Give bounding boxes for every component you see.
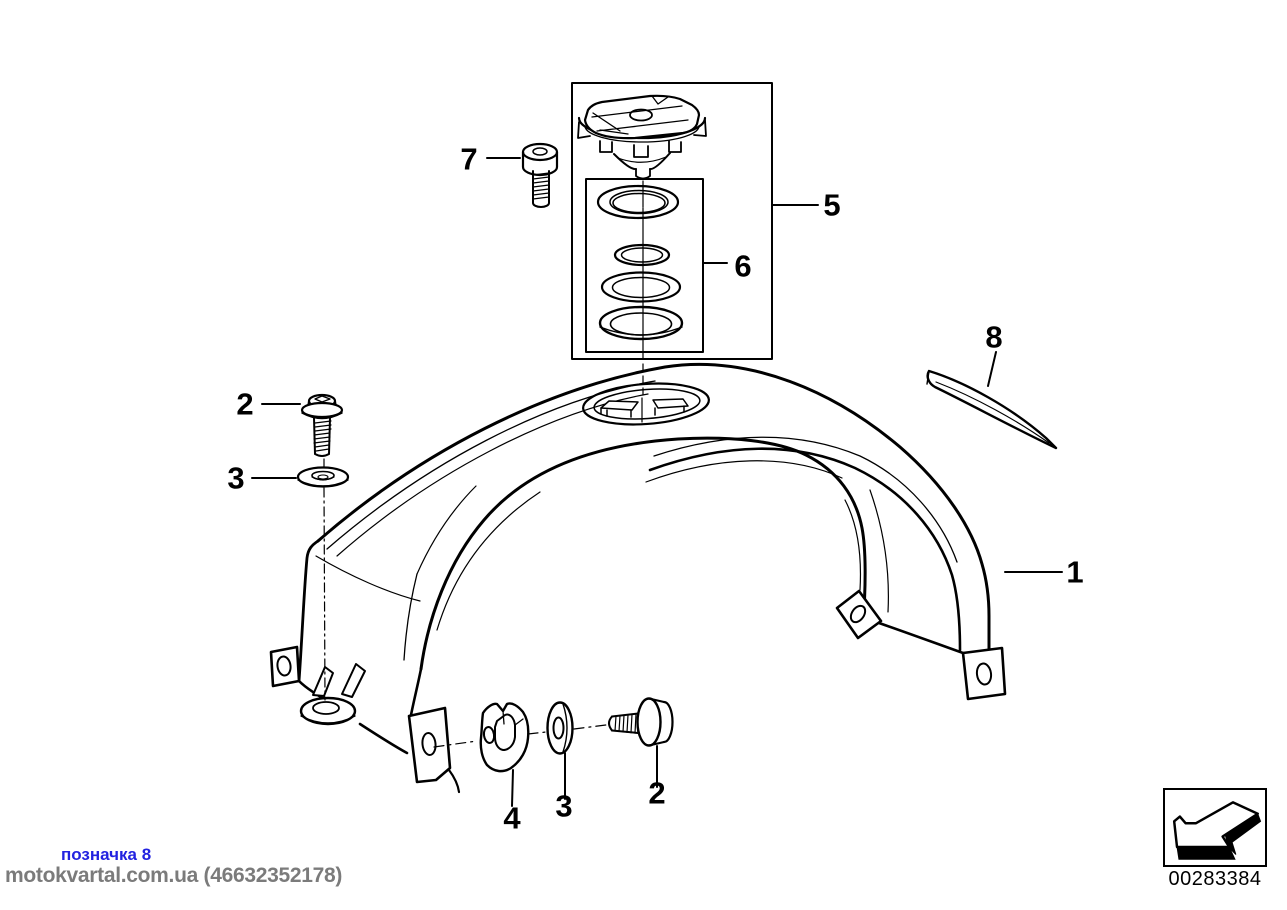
assembly-axis-lines bbox=[323, 351, 644, 748]
callout-3-left: 3 bbox=[227, 460, 245, 496]
screw-7-drawing bbox=[521, 142, 559, 208]
screw-2-bottom-drawing bbox=[608, 697, 674, 747]
fuel-cap-drawing bbox=[577, 94, 707, 208]
stamp-part-number: 00283384 bbox=[1168, 868, 1262, 890]
stamp-box bbox=[1163, 788, 1267, 867]
callout-2-bottom: 2 bbox=[648, 775, 666, 811]
callout-3-bottom: 3 bbox=[555, 788, 573, 824]
callout-6: 6 bbox=[734, 248, 752, 284]
tank-cover-drawing bbox=[269, 362, 1007, 794]
washer-3-bottom-drawing bbox=[546, 701, 574, 755]
screw-2-top-drawing bbox=[300, 393, 344, 457]
clamp-4-drawing bbox=[479, 702, 530, 773]
gasket-stack-drawing bbox=[596, 184, 684, 353]
filler-opening bbox=[582, 382, 710, 426]
marker-label: позначка 8 bbox=[61, 845, 152, 864]
callout-7: 7 bbox=[460, 141, 478, 177]
leader-lines bbox=[251, 157, 1063, 807]
callout-8: 8 bbox=[985, 319, 1003, 355]
callout-2-left: 2 bbox=[236, 386, 254, 422]
callout-5: 5 bbox=[823, 187, 841, 223]
watermark-text: motokvartal.com.ua (46632352178) bbox=[5, 864, 343, 887]
corner-arrow-icon bbox=[1172, 801, 1262, 860]
callout-4: 4 bbox=[503, 800, 521, 836]
part-5-box bbox=[571, 82, 773, 360]
callout-1: 1 bbox=[1066, 554, 1084, 590]
washer-3-top-drawing bbox=[296, 466, 350, 488]
trim-strip-8-drawing bbox=[926, 369, 1058, 450]
